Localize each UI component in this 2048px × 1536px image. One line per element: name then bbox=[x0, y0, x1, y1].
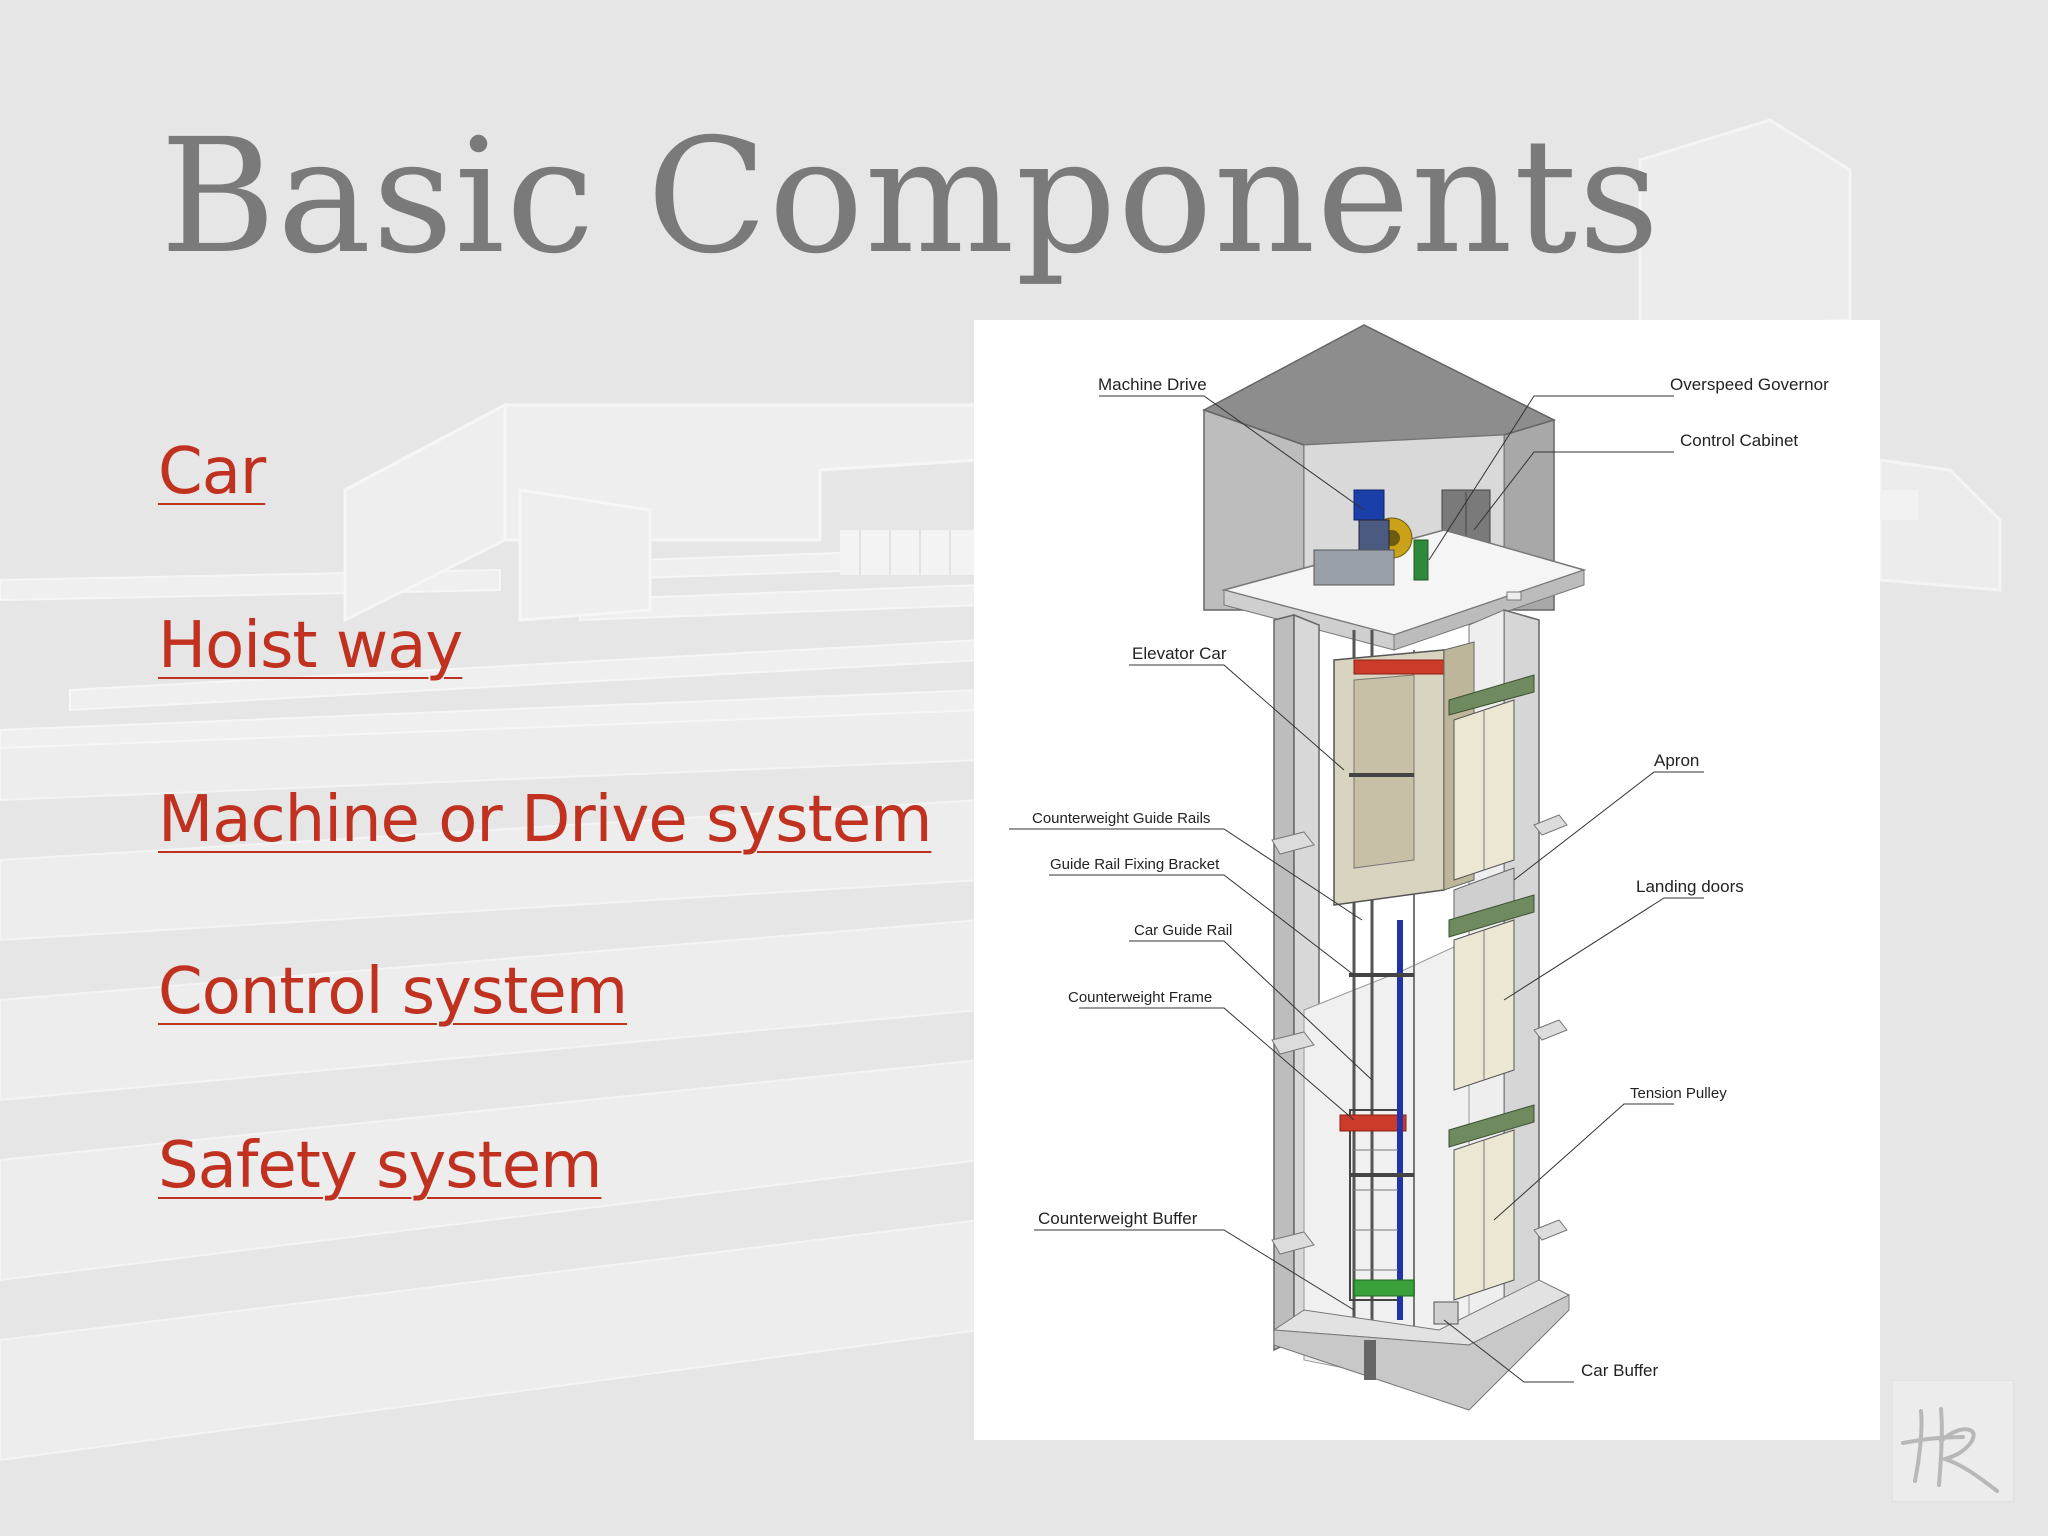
topic-link-control-system[interactable]: Control system bbox=[158, 955, 628, 1029]
topic-link-car[interactable]: Car bbox=[158, 435, 266, 509]
label-guide-rail-fixing-bracket: Guide Rail Fixing Bracket bbox=[1050, 856, 1220, 873]
elevator-shaft-illustration bbox=[1202, 324, 1587, 1411]
label-elevator-car: Elevator Car bbox=[1132, 644, 1227, 663]
label-counterweight-frame: Counterweight Frame bbox=[1068, 989, 1212, 1006]
signature-watermark bbox=[1892, 1380, 2014, 1502]
topic-link-machine-drive-system[interactable]: Machine or Drive system bbox=[158, 783, 932, 857]
label-machine-drive: Machine Drive bbox=[1098, 375, 1207, 394]
label-landing-doors: Landing doors bbox=[1636, 877, 1744, 896]
elevator-diagram: Machine Drive Overspeed Governor Control… bbox=[974, 320, 1880, 1440]
label-overspeed-governor: Overspeed Governor bbox=[1670, 375, 1829, 394]
label-counterweight-guide-rails: Counterweight Guide Rails bbox=[1032, 810, 1210, 827]
label-tension-pulley: Tension Pulley bbox=[1630, 1085, 1727, 1102]
slide-title: Basic Components bbox=[160, 105, 1661, 289]
label-control-cabinet: Control Cabinet bbox=[1680, 431, 1798, 450]
label-car-guide-rail: Car Guide Rail bbox=[1134, 922, 1232, 939]
topic-link-hoist-way[interactable]: Hoist way bbox=[158, 609, 463, 683]
label-car-buffer: Car Buffer bbox=[1581, 1361, 1659, 1380]
topic-link-safety-system[interactable]: Safety system bbox=[158, 1129, 602, 1203]
label-apron: Apron bbox=[1654, 751, 1699, 770]
label-counterweight-buffer: Counterweight Buffer bbox=[1038, 1209, 1198, 1228]
